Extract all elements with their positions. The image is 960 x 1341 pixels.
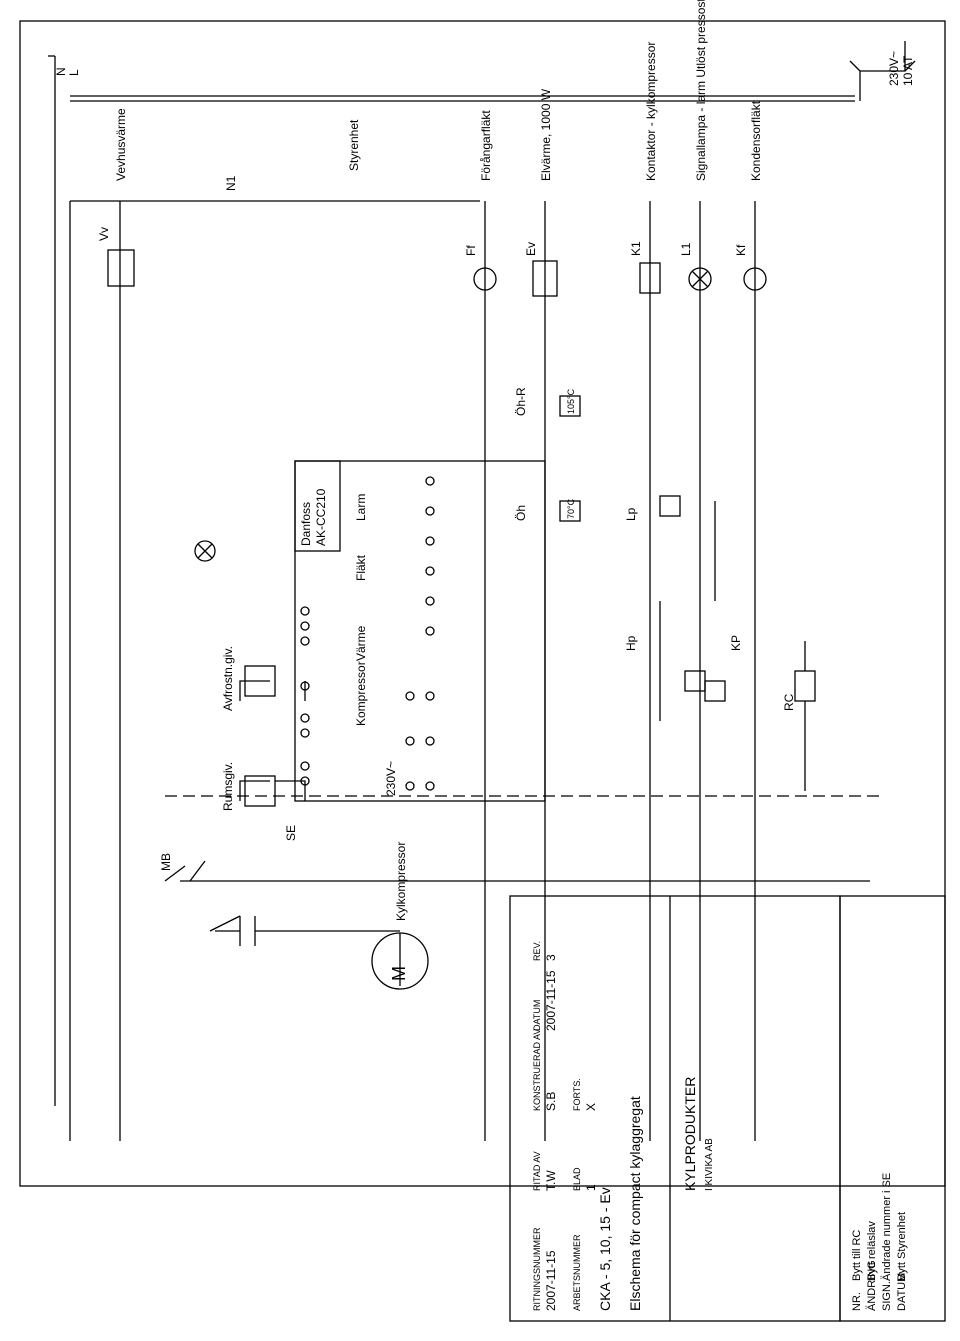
revision-row-3: Bytt reläslav [866, 1221, 878, 1281]
oh-temp-box [559, 500, 581, 522]
oh-temp-label: 70°C [566, 498, 576, 519]
ohr-temp-box [559, 395, 581, 417]
controller-top-terminals [300, 606, 310, 786]
kp-label: KP [729, 635, 743, 651]
signal-lamp-cross [197, 543, 213, 559]
controller-bottom-terminals [405, 476, 435, 791]
kp-p-box [704, 680, 726, 702]
hp-p-box [684, 670, 706, 692]
revision-row-4: Bytt till RC [851, 1230, 863, 1281]
revision-row-2: Ändrade nummer i SE [881, 1173, 893, 1281]
lp-p-box [659, 495, 681, 517]
k1-code-label: K1 [629, 241, 643, 256]
vv-heater-symbol [107, 249, 135, 287]
supply-terminal-symbol [849, 41, 916, 101]
l1-lamp-symbol [688, 267, 712, 291]
controller-brand-box [294, 460, 341, 552]
ritningsnummer-value: 2007-11-15 [544, 1250, 558, 1311]
relay-kompressor-label: Kompressor [354, 661, 368, 726]
supply-n-label: N [54, 67, 68, 76]
rev-value: 3 [544, 954, 558, 961]
revision-header-nr: NR. [851, 1292, 863, 1311]
k1-description-label: Kontaktor - kylkompressor [644, 42, 658, 181]
revision-row-1: Bytt Styrenhet [896, 1212, 908, 1281]
title-logo-line1: KYLPRODUKTER [682, 1077, 698, 1191]
se-label: SE [284, 825, 298, 841]
blad-label: BLAD [572, 1167, 582, 1191]
compressor-symbol-label: M [389, 966, 409, 981]
ritningsnummer-label: RITNINGSNUMMER [532, 1227, 542, 1311]
title-subtitle: CKA - 5, 10, 15 - Ev [597, 1187, 613, 1311]
supply-l-label: L [67, 69, 81, 76]
k1-contact-1-blade [209, 915, 241, 932]
revision-header-date: DATUM [896, 1273, 908, 1311]
arbetsnummer-label: ARBETSNUMMER [572, 1234, 582, 1311]
konstruerad-label: KONSTRUERAD AV [532, 1029, 542, 1111]
ritad-label: RITAD AV [532, 1151, 542, 1191]
signal-lamp-symbol [194, 540, 216, 562]
kf-description-label: Kondensorfläkt [749, 100, 763, 181]
k1-contact-pair [239, 916, 256, 946]
forts-value: X [584, 1103, 598, 1111]
sensor-avfrost-symbol [244, 665, 276, 697]
l1-lamp-cross [691, 270, 709, 288]
blad-value: 1 [584, 1184, 598, 1191]
rc-symbol [794, 670, 816, 702]
drawing-frame [19, 20, 946, 1187]
vv-code-label: Vv [97, 227, 111, 241]
rc-label: RC [782, 693, 796, 711]
relay-larm-label: Larm [354, 494, 368, 521]
title-main: Elschema för compact kylaggregat [627, 1096, 643, 1311]
sensor-avfrost-label: Avfrostn.giv. [221, 646, 235, 711]
rev-label: REV. [532, 941, 542, 961]
ev-description-label: Elvärme, 1000 W [539, 88, 553, 181]
ohr-temp-label: 105°C [566, 388, 576, 414]
ritad-value: T.W [544, 1170, 558, 1191]
ohr-label: Öh-R [514, 387, 528, 416]
controller-brand-line1: Danfoss [299, 502, 313, 546]
mb-contacts [164, 860, 206, 882]
controller-supply-label: 230V~ [384, 761, 398, 796]
ev-heater-symbol [532, 260, 558, 297]
sensor-avfrost-wires [239, 680, 306, 701]
ff-description-label: Förångarfläkt [479, 110, 493, 181]
datum-label: DATUM [532, 1000, 542, 1031]
kf-motor-symbol [743, 267, 767, 291]
relay-varme-label: Värme [354, 625, 368, 661]
controller-brand-line2: AK-CC210 [314, 488, 328, 546]
ev-code-label: Ev [524, 242, 538, 256]
ff-code-label: Ff [464, 245, 478, 256]
k1-coil-symbol [639, 262, 661, 294]
ff-motor-symbol [473, 267, 497, 291]
controller-box [294, 460, 546, 802]
forts-label: FORTS. [572, 1078, 582, 1111]
relay-flakt-label: Fläkt [354, 554, 368, 581]
mb-label: MB [159, 853, 173, 871]
supply-voltage-label: 230V~ [887, 51, 901, 86]
kf-code-label: Kf [734, 244, 748, 256]
n1-label: N1 [224, 175, 238, 191]
supply-fuse-label: 10 AT [901, 55, 915, 86]
konstruerad-value: S.B [544, 1092, 558, 1111]
l1-code-label: L1 [679, 242, 693, 256]
revision-header-sign: SIGN. [881, 1281, 893, 1311]
sensor-rumsgiv-label: Rumsgiv. [221, 762, 235, 811]
l1-description-label: Signallampa - larm Utlöst pressostat [694, 0, 708, 181]
title-logo-line2: I KIVIKA AB [704, 1138, 715, 1191]
compressor-label: Kylkompressor [394, 842, 408, 921]
vv-description-label: Vevhusvärme [114, 108, 128, 181]
hp-label: Hp [624, 635, 638, 651]
lp-label: Lp [624, 507, 638, 521]
title-block-frame [509, 895, 841, 1322]
styrenhet-label: Styrenhet [347, 119, 361, 171]
sensor-rumsgiv-wires [239, 780, 306, 801]
oh-label: Öh [514, 505, 528, 521]
sensor-rumsgiv-symbol [244, 775, 276, 807]
revision-header-change: ÄNDRING [866, 1260, 878, 1311]
datum-value: 2007-11-15 [544, 970, 558, 1031]
